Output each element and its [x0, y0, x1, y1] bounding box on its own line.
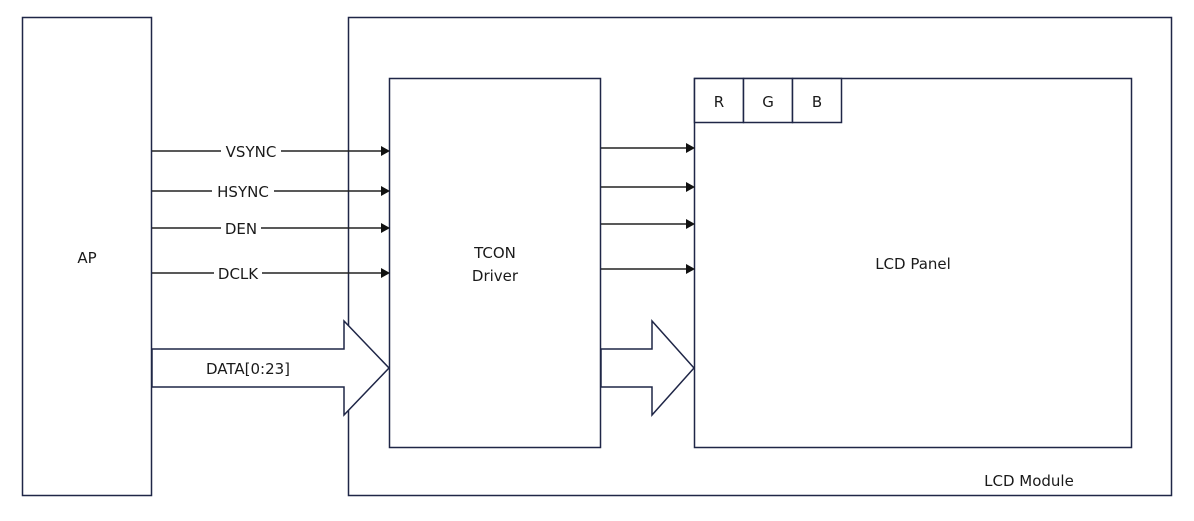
ap-label: AP [77, 249, 96, 267]
vsync-label: VSYNC [226, 143, 277, 161]
tcon-to-panel-bus [600, 319, 696, 417]
ap-box [21, 16, 153, 497]
signal-dclk: DCLK [152, 264, 390, 283]
vsync-arrowhead-icon [381, 146, 390, 156]
panel-arrowhead-1-icon [686, 143, 695, 153]
den-arrowhead-icon [381, 223, 390, 233]
tcon-label-line1: TCON [473, 244, 516, 262]
hsync-label: HSYNC [217, 183, 269, 201]
subpixel-b-label: B [812, 93, 822, 111]
panel-bus-arrow-shape [600, 319, 696, 417]
tcon-box [388, 77, 602, 449]
lcd-module-label: LCD Module [984, 472, 1074, 490]
signal-den: DEN [152, 219, 390, 238]
hsync-arrowhead-icon [381, 186, 390, 196]
panel-arrowhead-2-icon [686, 182, 695, 192]
panel-arrowhead-4-icon [686, 264, 695, 274]
lcd-panel: LCD Panel R G B [693, 77, 1133, 449]
tcon-driver: TCON Driver [388, 77, 602, 449]
dclk-label: DCLK [218, 265, 259, 283]
dclk-arrowhead-icon [381, 268, 390, 278]
data-bus-arrow-shape [151, 319, 391, 417]
den-label: DEN [225, 220, 257, 238]
data-bus-arrow: DATA[0:23] [151, 319, 391, 417]
lcd-panel-label: LCD Panel [875, 255, 951, 273]
signal-vsync: VSYNC [152, 142, 390, 161]
signal-hsync: HSYNC [152, 182, 390, 201]
subpixel-g-label: G [762, 93, 774, 111]
lcd-panel-box [693, 77, 1133, 449]
data-bus-label: DATA[0:23] [206, 360, 290, 378]
ap-block: AP [21, 16, 153, 497]
subpixel-b-cell [791, 77, 843, 124]
subpixel-r-label: R [714, 93, 724, 111]
tcon-label-line2: Driver [472, 267, 519, 285]
subpixel-g-cell [742, 77, 794, 124]
tcon-to-panel-signals [601, 143, 695, 274]
panel-arrowhead-3-icon [686, 219, 695, 229]
